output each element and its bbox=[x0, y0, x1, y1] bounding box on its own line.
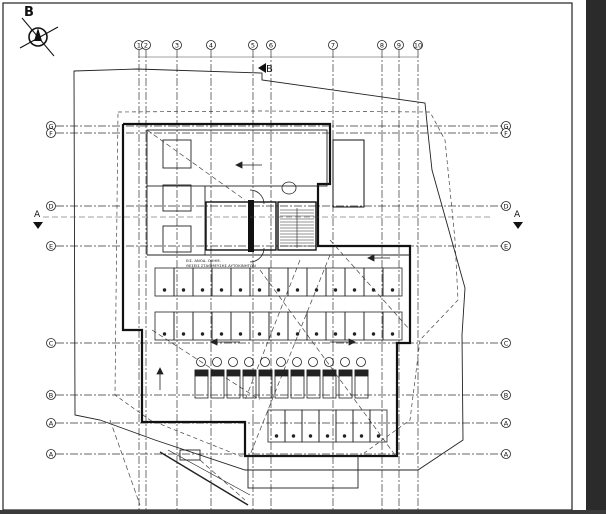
traffic-arrows bbox=[156, 161, 390, 390]
row-bubble-label: B bbox=[49, 391, 53, 399]
column-bubble: 5 bbox=[248, 40, 258, 50]
column-grid bbox=[138, 50, 419, 510]
motorcycle-bay bbox=[258, 357, 273, 399]
column-bubble: 3 bbox=[172, 40, 182, 50]
ramp-note: ΕΙΣ. ΑΝΟΔ. ΟΧΗΜ. bbox=[186, 258, 221, 263]
dashed-diagonals bbox=[109, 129, 411, 506]
floor-plan: B bbox=[2, 2, 573, 511]
motorcycle-bay bbox=[194, 357, 209, 399]
section-marker-right: A bbox=[513, 210, 523, 229]
ramp-area bbox=[159, 449, 359, 506]
row-bubble: C bbox=[46, 338, 56, 348]
section-left-label: A bbox=[34, 210, 41, 220]
row-bubble-label: A bbox=[49, 419, 54, 427]
motorcycle-bay bbox=[306, 357, 321, 399]
row-bubble: E bbox=[501, 241, 511, 251]
column-bubble-label: 1 bbox=[137, 42, 141, 50]
motorcycle-bay bbox=[354, 357, 369, 399]
motorcycle-bay bbox=[322, 357, 337, 399]
column-bubble-label: 10 bbox=[414, 42, 422, 50]
column-bubble: 10 bbox=[413, 40, 423, 50]
north-arrow-icon: B bbox=[19, 5, 59, 57]
section-top-label: B bbox=[266, 64, 273, 75]
row-bubble-label: C bbox=[49, 339, 54, 347]
column-bubble-label: 7 bbox=[331, 42, 335, 50]
storage-room bbox=[146, 129, 328, 187]
column-bubble: 8 bbox=[377, 40, 387, 50]
column-bubble: 6 bbox=[266, 40, 276, 50]
row-bubble-label: F bbox=[49, 129, 53, 137]
shafts bbox=[162, 139, 192, 253]
column-bubble-label: 2 bbox=[144, 42, 148, 50]
viewer-side-strip bbox=[586, 0, 606, 510]
column-bubble-label: 8 bbox=[380, 42, 384, 50]
parking-bay-icon bbox=[369, 409, 388, 443]
row-bubble-label: D bbox=[48, 202, 53, 210]
row-bubble: A bbox=[46, 418, 56, 428]
parking-bay-icon bbox=[335, 409, 354, 443]
column-bubble-label: 5 bbox=[251, 42, 255, 50]
row-bubble: F bbox=[501, 128, 511, 138]
row-bubble: D bbox=[46, 201, 56, 211]
column-bubble: 2 bbox=[141, 40, 151, 50]
column-bubble: 7 bbox=[328, 40, 338, 50]
parking-bays bbox=[154, 267, 403, 443]
motorcycle-bay bbox=[226, 357, 241, 399]
motorcycle-bay bbox=[242, 357, 257, 399]
column-bubble: 9 bbox=[394, 40, 404, 50]
row-bubble-label: C bbox=[504, 339, 509, 347]
row-bubble: A bbox=[501, 449, 511, 459]
row-bubble-label: A bbox=[49, 450, 54, 458]
paper-area: B bbox=[0, 0, 586, 511]
shaft-block bbox=[332, 139, 365, 208]
column-bubble-label: 9 bbox=[397, 42, 401, 50]
row-bubble-label: E bbox=[49, 242, 53, 250]
column-bubble: 4 bbox=[206, 40, 216, 50]
row-bubble: B bbox=[501, 390, 511, 400]
site-boundary bbox=[73, 68, 466, 471]
section-right-label: A bbox=[514, 210, 521, 220]
motorcycle-bay bbox=[274, 357, 289, 399]
row-bubble: F bbox=[46, 128, 56, 138]
column-bubble-label: 6 bbox=[269, 42, 273, 50]
stair-icon bbox=[205, 181, 317, 263]
row-bubble: C bbox=[501, 338, 511, 348]
row-bubble: A bbox=[501, 418, 511, 428]
row-bubble: A bbox=[46, 449, 56, 459]
parking-note: ΘΕΣΕΙΣ ΣΤΑΘΜΕΥΣΗΣ ΑΥΤΟΚΙΝΗΤΩΝ bbox=[186, 263, 256, 268]
row-bubble: E bbox=[46, 241, 56, 251]
row-bubble-label: F bbox=[504, 129, 508, 137]
motorcycle-bay bbox=[290, 357, 305, 399]
motorcycle-bay bbox=[210, 357, 225, 399]
north-label: B bbox=[24, 5, 34, 20]
row-bubble-label: A bbox=[504, 450, 509, 458]
setback-line bbox=[114, 110, 459, 457]
row-bubble-label: D bbox=[503, 202, 508, 210]
motorcycle-bay-icon bbox=[194, 357, 369, 399]
section-marker-icon: B bbox=[258, 63, 273, 75]
motorcycle-bay bbox=[338, 357, 353, 399]
basement-outline bbox=[121, 122, 412, 458]
column-bubble-label: 3 bbox=[175, 42, 179, 50]
row-bubble-label: A bbox=[504, 419, 509, 427]
parking-bay-icon bbox=[382, 267, 403, 297]
row-bubble-label: G bbox=[503, 122, 508, 130]
row-bubble-label: E bbox=[504, 242, 508, 250]
row-bubble: D bbox=[501, 201, 511, 211]
row-bubble-label: B bbox=[504, 391, 508, 399]
section-marker-left: A bbox=[33, 210, 490, 229]
row-bubble-label: G bbox=[48, 122, 53, 130]
column-bubble-label: 4 bbox=[209, 42, 213, 50]
parking-bay-icon bbox=[382, 311, 403, 341]
row-bubble: B bbox=[46, 390, 56, 400]
